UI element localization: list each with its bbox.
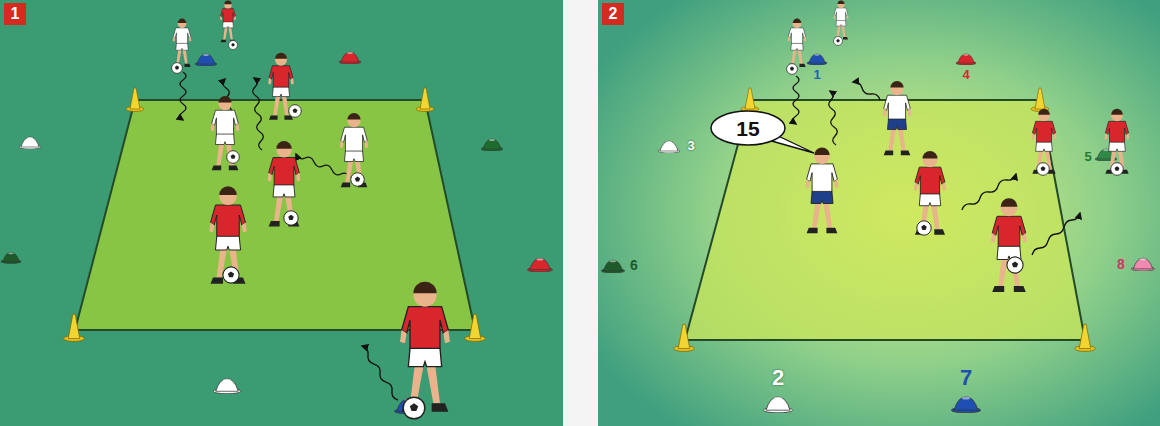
cone-number: 3 (687, 139, 694, 152)
player (268, 141, 301, 226)
panel-number: 1 (4, 3, 26, 25)
ball (1111, 163, 1124, 176)
corner-cone (416, 88, 434, 112)
player (209, 186, 247, 284)
corner-cone (465, 314, 486, 341)
marker-cone (481, 139, 503, 151)
corner-cone (64, 314, 85, 341)
pitch-area (685, 100, 1085, 340)
player (173, 19, 192, 67)
marker-cone (195, 54, 217, 66)
cone-number: 8 (1117, 257, 1125, 271)
marker-cone (763, 397, 792, 413)
player (400, 282, 450, 412)
panel-number: 2 (602, 3, 624, 25)
dribble-arrow (853, 82, 880, 100)
player (788, 19, 807, 67)
marker-cone (213, 379, 241, 394)
dribble-arrow (253, 78, 264, 150)
marker-cone (601, 260, 625, 273)
player-number-bubble: 15 (710, 110, 786, 146)
ball (223, 267, 239, 283)
ball (172, 63, 183, 74)
marker-cone (956, 54, 976, 65)
panel-number-text: 1 (11, 6, 20, 22)
ball (917, 221, 931, 235)
dribble-arrow (180, 72, 186, 120)
player (991, 198, 1027, 292)
cone-number: 7 (960, 367, 972, 389)
player (340, 113, 369, 187)
panel-number-text: 2 (609, 6, 618, 22)
player (211, 96, 240, 170)
cone-number: 2 (772, 367, 784, 389)
corner-cone (126, 88, 144, 112)
player (806, 147, 839, 233)
panel-ground (598, 0, 1160, 426)
ball (403, 397, 425, 419)
player-number: 15 (736, 118, 759, 139)
ball (227, 151, 240, 164)
corner-cone (741, 88, 759, 112)
corner-cone (1075, 324, 1096, 351)
ball (787, 64, 798, 75)
cone-number: 6 (630, 258, 638, 272)
ball (1037, 163, 1050, 176)
player (914, 151, 946, 235)
marker-cone (807, 54, 827, 65)
marker-cone (339, 52, 361, 64)
ball (289, 105, 302, 118)
ball (834, 37, 843, 46)
dribble-arrow (296, 154, 350, 178)
dribble-arrow (1032, 213, 1080, 255)
marker-cone (1, 252, 21, 263)
ball (284, 211, 298, 225)
corner-cone (1031, 88, 1049, 112)
marker-cone (658, 141, 680, 153)
corner-cone (674, 324, 695, 351)
ball (1007, 257, 1023, 273)
panel-ground (0, 0, 563, 426)
player (220, 1, 236, 43)
marker-cone (1131, 258, 1155, 271)
dribble-arrow (362, 346, 398, 400)
cone-number: 4 (962, 68, 969, 81)
player (883, 81, 912, 155)
ball (229, 41, 238, 50)
player (834, 1, 849, 40)
ball (351, 173, 365, 187)
cone-number: 5 (1084, 150, 1091, 163)
marker-cone (19, 137, 41, 149)
bubble-ellipse (711, 111, 785, 145)
dribble-arrow (793, 76, 799, 124)
cone-number: 1 (813, 68, 820, 81)
dribble-arrow (829, 91, 838, 145)
marker-cone (951, 397, 980, 413)
marker-cone (527, 258, 552, 272)
